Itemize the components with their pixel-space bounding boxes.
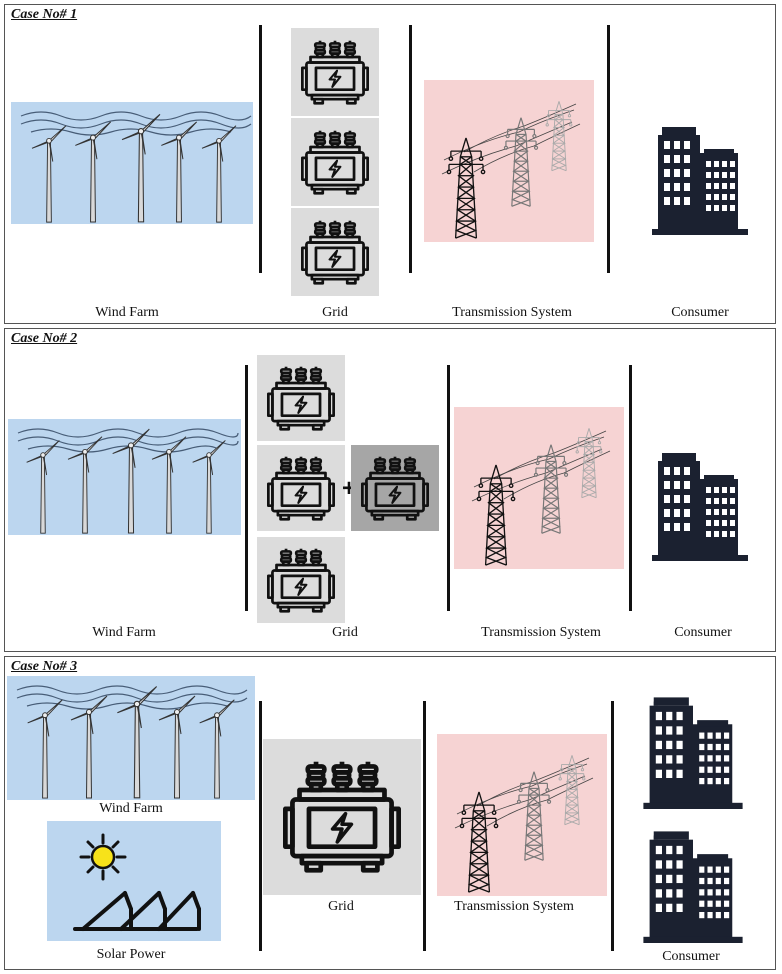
- transformer-box: [257, 445, 345, 531]
- divider: [409, 25, 412, 273]
- transformer-icon: [285, 762, 398, 871]
- transformer-box: [263, 739, 421, 895]
- grid-label: Grid: [328, 899, 354, 914]
- wind-turbine-icon: [70, 695, 108, 799]
- transmission-tower-icon: [476, 463, 516, 567]
- transmission-tower-icon: [459, 790, 499, 894]
- wind-turbine-icon: [27, 699, 63, 799]
- grid-label: Grid: [332, 625, 358, 640]
- wind-farm-label: Wind Farm: [99, 801, 163, 816]
- building-icon: [652, 127, 748, 235]
- consumer-building: [650, 113, 750, 237]
- building-icon: [643, 697, 743, 809]
- case-3-panel: Case No# 3 Wind Farm: [4, 656, 776, 970]
- case-2-title: Case No# 2: [11, 331, 78, 346]
- consumer-label: Consumer: [671, 305, 729, 320]
- wind-turbine-icon: [199, 699, 235, 799]
- transformer-box: [257, 355, 345, 441]
- consumer-label: Consumer: [662, 949, 720, 964]
- wind-turbine-icon: [112, 428, 150, 534]
- solar-power-label: Solar Power: [96, 947, 166, 962]
- added-transformer-box: [351, 445, 439, 531]
- grid-label: Grid: [322, 305, 348, 320]
- wind-farm-image: [7, 676, 255, 800]
- transformer-box: [291, 208, 379, 296]
- wind-turbine-icon: [160, 121, 198, 223]
- wind-turbine-icon: [158, 695, 196, 799]
- wind-turbine-icon: [201, 125, 237, 223]
- wind-turbine-icon: [121, 113, 161, 223]
- wind-turbine-icon: [192, 439, 226, 534]
- consumer-building: [639, 819, 747, 943]
- transmission-image: [424, 80, 594, 242]
- wind-farm-label: Wind Farm: [92, 625, 156, 640]
- wind-turbine-icon: [26, 439, 60, 534]
- wind-farm-image: [8, 419, 241, 535]
- transformer-box: [291, 28, 379, 116]
- consumer-building: [639, 685, 747, 809]
- divider: [259, 25, 262, 273]
- divider: [611, 701, 614, 951]
- consumer-building: [650, 439, 750, 563]
- wind-turbine-icon: [31, 125, 67, 223]
- transmission-label: Transmission System: [452, 305, 572, 320]
- building-icon: [643, 831, 743, 943]
- transformer-icon: [301, 39, 369, 105]
- divider: [245, 365, 248, 611]
- case-1-title: Case No# 1: [11, 7, 78, 22]
- transformer-icon: [301, 129, 369, 195]
- divider: [423, 701, 426, 951]
- transformer-box: [291, 118, 379, 206]
- divider: [607, 25, 610, 273]
- divider: [629, 365, 632, 611]
- divider: [259, 701, 262, 951]
- transformer-icon: [267, 455, 335, 521]
- transformer-icon: [267, 365, 335, 431]
- divider: [447, 365, 450, 611]
- wind-farm-image: [11, 102, 253, 224]
- transmission-label: Transmission System: [481, 625, 601, 640]
- wind-turbine-icon: [74, 121, 112, 223]
- consumer-label: Consumer: [674, 625, 732, 640]
- transformer-box: [257, 537, 345, 623]
- wind-farm-label: Wind Farm: [95, 305, 159, 320]
- solar-panel-icon: [73, 891, 201, 931]
- case-3-title: Case No# 3: [11, 659, 78, 674]
- transmission-image: [454, 407, 624, 569]
- transformer-icon: [361, 455, 429, 521]
- case-2-panel: Case No# 2 Wind Farm + Grid: [4, 328, 776, 652]
- transformer-icon: [267, 547, 335, 613]
- transformer-icon: [301, 219, 369, 285]
- sun-icon: [79, 833, 127, 881]
- transmission-label: Transmission System: [454, 899, 574, 914]
- transmission-image: [437, 734, 607, 896]
- case-1-panel: Case No# 1 Wind Farm Grid: [4, 4, 776, 324]
- transmission-tower-icon: [446, 136, 486, 240]
- building-icon: [652, 453, 748, 561]
- solar-power-image: [47, 821, 221, 941]
